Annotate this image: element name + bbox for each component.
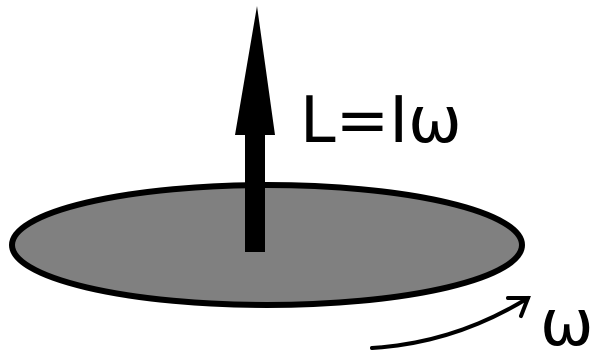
rotating-disk-icon [9,182,525,308]
rotation-direction-arrow-icon [370,296,531,350]
angular-momentum-arrow-icon [235,6,275,252]
angular-momentum-label: L=Iω [300,84,462,158]
angular-velocity-label: ω [540,287,594,356]
